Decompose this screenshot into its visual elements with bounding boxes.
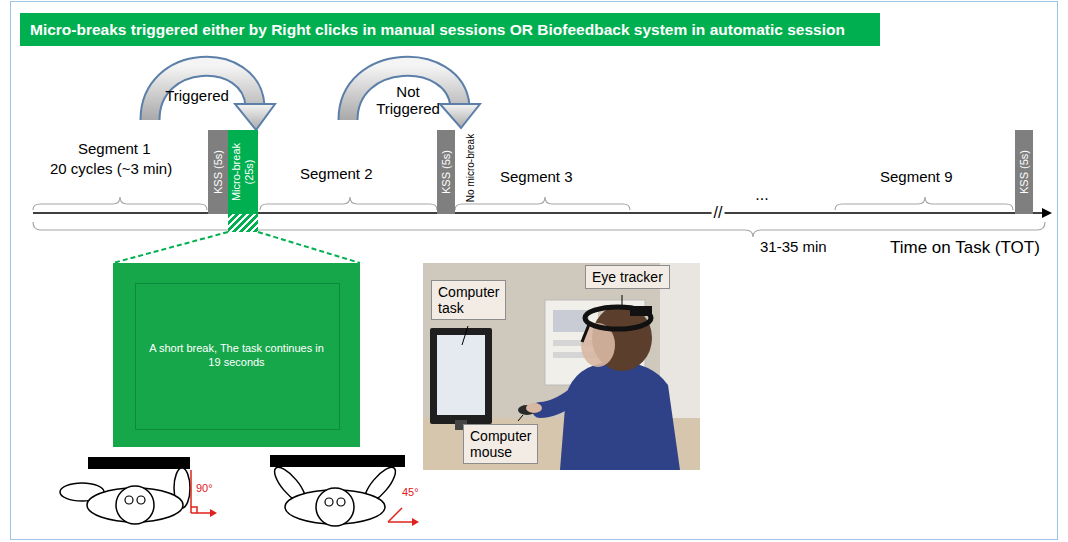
arrow-label: Not Triggered: [371, 83, 446, 118]
curved-arrow: [150, 66, 255, 120]
bar-label: KSS (5s): [1018, 150, 1031, 194]
leader-line: [518, 415, 523, 421]
lab-photo: [423, 263, 700, 470]
segment-label: Segment 2: [300, 165, 373, 182]
curved-arrow: [348, 66, 480, 128]
callout-text: Computer mouse: [470, 428, 531, 460]
connector-group: [113, 232, 228, 263]
kss-bar: KSS (5s): [437, 130, 455, 214]
angle-marker: [388, 508, 419, 526]
segment-bracket: [455, 197, 630, 210]
curved-arrow: [235, 104, 275, 130]
kss-bar: KSS (5s): [1015, 130, 1033, 214]
posture-figure: [125, 496, 133, 504]
curved-arrow: [150, 66, 275, 130]
banner-text: Micro-breaks triggered either by Right c…: [30, 21, 845, 39]
posture-figure: [270, 455, 405, 467]
zoom-line: [258, 232, 360, 263]
lab-photo: [630, 306, 652, 316]
angle-marker: [388, 521, 412, 523]
angle-label: 45°: [402, 486, 419, 499]
posture-figure: [337, 498, 345, 506]
lab-photo: [437, 335, 485, 415]
posture-figure: [316, 488, 354, 526]
segment-bracket: [835, 197, 1013, 210]
lab-photo: [526, 403, 542, 413]
segment-bracket: [33, 197, 207, 210]
lab-photo: [582, 322, 590, 342]
time-axis: [1042, 208, 1052, 218]
posture-figure: [325, 498, 333, 506]
bar-label: KSS (5s): [440, 150, 453, 194]
lab-photo: [585, 307, 651, 329]
callout-box: Computer mouse: [463, 424, 538, 464]
posture-figure: [116, 486, 154, 524]
no-break-note: No micro-break: [465, 134, 477, 202]
lab-photo: [430, 328, 492, 424]
posture-figure: [88, 457, 190, 469]
screen-message: A short break, The task continues in 19 …: [149, 341, 324, 370]
header-banner: Micro-breaks triggered either by Right c…: [20, 13, 880, 46]
posture-figure: [270, 455, 405, 526]
zoom-connector: [113, 232, 228, 263]
curved-arrow: [440, 104, 480, 128]
lab-photo: [560, 362, 680, 470]
axis-break: //: [712, 204, 725, 222]
posture-figure: [137, 496, 145, 504]
time-label: 31-35 min: [760, 238, 827, 255]
angle-label: 90°: [196, 482, 213, 495]
angle-marker: [191, 507, 197, 513]
frame-border: [11, 2, 1058, 540]
callout-text: Computer task: [438, 284, 499, 316]
lab-photo: [423, 263, 700, 470]
hatch-pattern: [228, 214, 258, 232]
angle-marker: [210, 509, 217, 517]
segment-note: 20 cycles (~3 min): [50, 160, 172, 177]
time-axis: [33, 212, 1044, 213]
bar-label: KSS (5s): [212, 150, 225, 194]
segment-label: Segment 1: [78, 140, 151, 157]
segment-bracket: [33, 197, 1013, 210]
curved-arrow: [150, 66, 255, 120]
leader-line: [622, 295, 623, 305]
arrow-label: Triggered: [165, 87, 229, 104]
angle-marker: [388, 508, 402, 522]
ellipsis: ...: [755, 186, 768, 204]
curved-arrow: [348, 66, 460, 120]
callout-box: Eye tracker: [585, 265, 670, 289]
curved-arrow: [348, 66, 460, 120]
bar-label: Micro-break (25s): [230, 137, 255, 207]
time-brace: [33, 222, 1045, 237]
angle-marker: [191, 512, 210, 514]
callout-box: Computer task: [431, 280, 506, 320]
kss-bar: KSS (5s): [208, 130, 228, 214]
micro-break-bar: Micro-break (25s): [228, 130, 258, 232]
segment-bracket: [260, 197, 437, 210]
break-screen: A short break, The task continues in 19 …: [113, 263, 360, 447]
time-axis: [33, 208, 1052, 218]
leader-line: [462, 326, 468, 345]
angle-marker: [191, 470, 217, 517]
lab-photo: [540, 395, 575, 410]
angle-marker: [412, 518, 419, 526]
segment-label: Segment 9: [880, 168, 953, 185]
axis-title: Time on Task (TOT): [890, 238, 1040, 258]
posture-figure: [60, 457, 190, 524]
segment-label: Segment 3: [500, 168, 573, 185]
callout-text: Eye tracker: [592, 269, 663, 285]
